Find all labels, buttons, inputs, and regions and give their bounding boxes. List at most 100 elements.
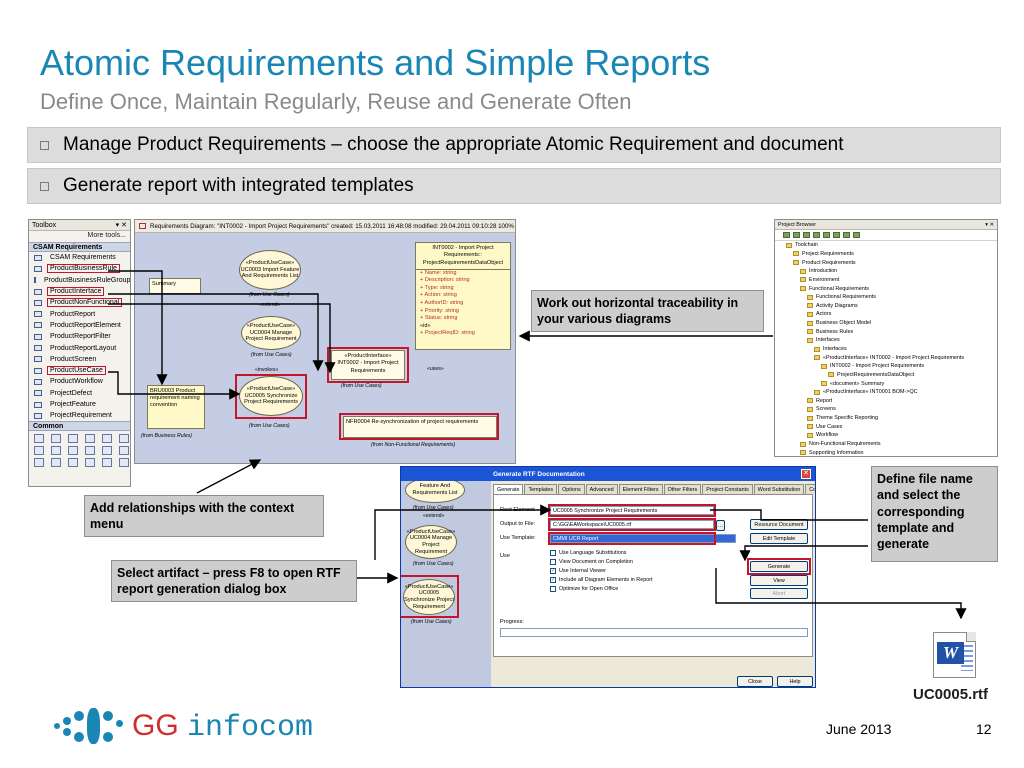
tool-icon[interactable] (102, 458, 112, 468)
tab-options[interactable]: Options (558, 484, 585, 494)
close-icon[interactable]: ▾ ✕ (985, 221, 994, 228)
toolbox-item[interactable]: ProjectFeature (29, 399, 130, 410)
option-checkbox[interactable]: Use Language Substitutions (550, 550, 626, 556)
toolbox-item[interactable]: ProductNonFunctional (29, 297, 130, 308)
use-case-uc0005[interactable]: «ProductUseCase» UC0005 Synchronize Proj… (239, 376, 303, 416)
tree-item[interactable]: Theme Specific Reporting (775, 414, 997, 423)
toolbox-group-common[interactable]: Common (29, 421, 130, 432)
tool-icon[interactable] (102, 434, 112, 444)
business-rule-bru0003[interactable]: BRU0003 Product requirement naming conve… (147, 385, 205, 429)
tree-item[interactable]: «document» Summary (775, 379, 997, 388)
toolbox-item[interactable]: ProductReportLayout (29, 342, 130, 353)
tree-item[interactable]: Business Rules (775, 327, 997, 336)
tab-templates[interactable]: Templates (524, 484, 558, 494)
tree-item[interactable]: Toolchain (775, 241, 997, 250)
tool-icon[interactable] (823, 232, 830, 238)
toolbox-item[interactable]: ProductUseCase (29, 365, 130, 376)
tool-icon[interactable] (119, 458, 129, 468)
option-checkbox[interactable]: Optimize for Open Office (550, 586, 618, 592)
checkmark-icon[interactable]: ✓ (550, 568, 556, 574)
abort-button[interactable]: Abort (750, 588, 808, 599)
tool-icon[interactable] (833, 232, 840, 238)
tree-item[interactable]: «ProductInterface» INT0001 BOM->QC (775, 388, 997, 397)
tree-item[interactable]: Interfaces (775, 336, 997, 345)
tab-codepage[interactable]: Codepage (805, 484, 815, 494)
tool-icon[interactable] (803, 232, 810, 238)
help-button[interactable]: Help (777, 676, 813, 687)
nonfunctional-nfr0004[interactable]: NFR0004 Re-synchronization of project re… (343, 416, 497, 438)
close-button[interactable]: Close (737, 676, 773, 687)
arrow-up-icon[interactable] (843, 232, 850, 238)
tree-item[interactable]: Screens (775, 405, 997, 414)
template-select[interactable]: CMMI UCR Report (550, 534, 736, 543)
tab-other-filters[interactable]: Other Filters (663, 484, 702, 494)
tool-icon[interactable] (51, 434, 61, 444)
toolbox-item[interactable]: ProductReportElement (29, 320, 130, 331)
tab-word-substitution[interactable]: Word Substitution (753, 484, 805, 494)
tree-item[interactable]: Actors (775, 310, 997, 319)
tab-advanced[interactable]: Advanced (585, 484, 618, 494)
use-case-uc0005[interactable]: «ProductUseCase» UC0005 Synchronize Proj… (403, 579, 455, 615)
use-case-uc0004[interactable]: «ProductUseCase» UC0004 Manage Project R… (241, 316, 301, 350)
toolbox-item[interactable]: ProjectDefect (29, 388, 130, 399)
tool-icon[interactable] (68, 446, 78, 456)
tree-item[interactable]: Introduction (775, 267, 997, 276)
resource-document-button[interactable]: Resource Document (750, 519, 808, 530)
toolbox-item[interactable]: ProductBusinessRuleGroup (29, 275, 130, 286)
tree-item[interactable]: «ProductInterface» INT0002 - Import Proj… (775, 353, 997, 362)
tree-item[interactable]: ProjectRequirementsDataObject (775, 371, 997, 380)
browse-button[interactable]: … (716, 520, 725, 531)
tree-item[interactable]: Functional Requirements (775, 293, 997, 302)
toolbox-item[interactable]: CSAM Requirements (29, 252, 130, 263)
edit-template-button[interactable]: Edit Template (750, 533, 808, 544)
option-checkbox[interactable]: View Document on Completion (550, 559, 633, 565)
toolbox-item[interactable]: ProductReport (29, 308, 130, 319)
close-icon[interactable]: ▾ ✕ (115, 222, 127, 229)
view-button[interactable]: View (750, 575, 808, 586)
more-tools-link[interactable]: More tools... (87, 232, 126, 239)
tree-item[interactable]: Supporting Information (775, 448, 997, 456)
tool-icon[interactable] (85, 458, 95, 468)
tab-generate[interactable]: Generate (493, 484, 524, 494)
tool-icon[interactable] (68, 434, 78, 444)
tool-icon[interactable] (34, 458, 44, 468)
interface-int0002[interactable]: «ProductInterface» INT0002 - Import Proj… (331, 350, 405, 380)
tool-icon[interactable] (793, 232, 800, 238)
tree-item[interactable]: Activity Diagrams (775, 301, 997, 310)
tool-icon[interactable] (68, 458, 78, 468)
interface-data-object[interactable]: INT0002 - Import Project Requirements:: … (415, 242, 511, 350)
tab-project-constants[interactable]: Project Constants (702, 484, 753, 494)
tree-item[interactable]: Product Requirements (775, 258, 997, 267)
toolbox-item[interactable]: ProductScreen (29, 354, 130, 365)
arrow-down-icon[interactable] (853, 232, 860, 238)
tab-element-filters[interactable]: Element Filters (618, 484, 663, 494)
toolbox-item[interactable]: ProductBusinessRule (29, 263, 130, 274)
use-case-uc0003[interactable]: Feature And Requirements List (405, 481, 465, 503)
tree-item[interactable]: Environment (775, 276, 997, 285)
tree-item[interactable]: Project Requirements (775, 250, 997, 259)
option-checkbox[interactable]: ✓Use Internal Viewer (550, 568, 606, 574)
tree-item[interactable]: Use Cases (775, 422, 997, 431)
checkbox-icon[interactable] (550, 559, 556, 565)
tree-item[interactable]: INT0002 - Import Project Requirements (775, 362, 997, 371)
tool-icon[interactable] (813, 232, 820, 238)
tool-icon[interactable] (51, 446, 61, 456)
checkbox-icon[interactable] (550, 550, 556, 556)
tree-item[interactable]: Business Object Model (775, 319, 997, 328)
toolbox-item[interactable]: ProjectRequirement (29, 410, 130, 421)
tool-icon[interactable] (34, 434, 44, 444)
tool-icon[interactable] (85, 434, 95, 444)
toolbox-group-csam[interactable]: CSAM Requirements (29, 242, 130, 252)
close-icon[interactable]: ✕ (801, 469, 811, 479)
tool-icon[interactable] (119, 434, 129, 444)
tree-item[interactable]: Interfaces (775, 345, 997, 354)
toolbox-item[interactable]: ProductWorkflow (29, 376, 130, 387)
tree-item[interactable]: Report (775, 397, 997, 406)
tree-item[interactable]: Non-Functional Requirements (775, 440, 997, 449)
toolbox-item[interactable]: ProductReportFilter (29, 331, 130, 342)
use-case-uc0003[interactable]: «ProductUseCase» UC0003 Import Feature A… (239, 250, 301, 290)
tool-icon[interactable] (102, 446, 112, 456)
use-case-uc0004[interactable]: «ProductUseCase» UC0004 Manage Project R… (405, 525, 457, 559)
option-checkbox[interactable]: ✓Include all Diagram Elements in Report (550, 577, 653, 583)
tool-icon[interactable] (85, 446, 95, 456)
